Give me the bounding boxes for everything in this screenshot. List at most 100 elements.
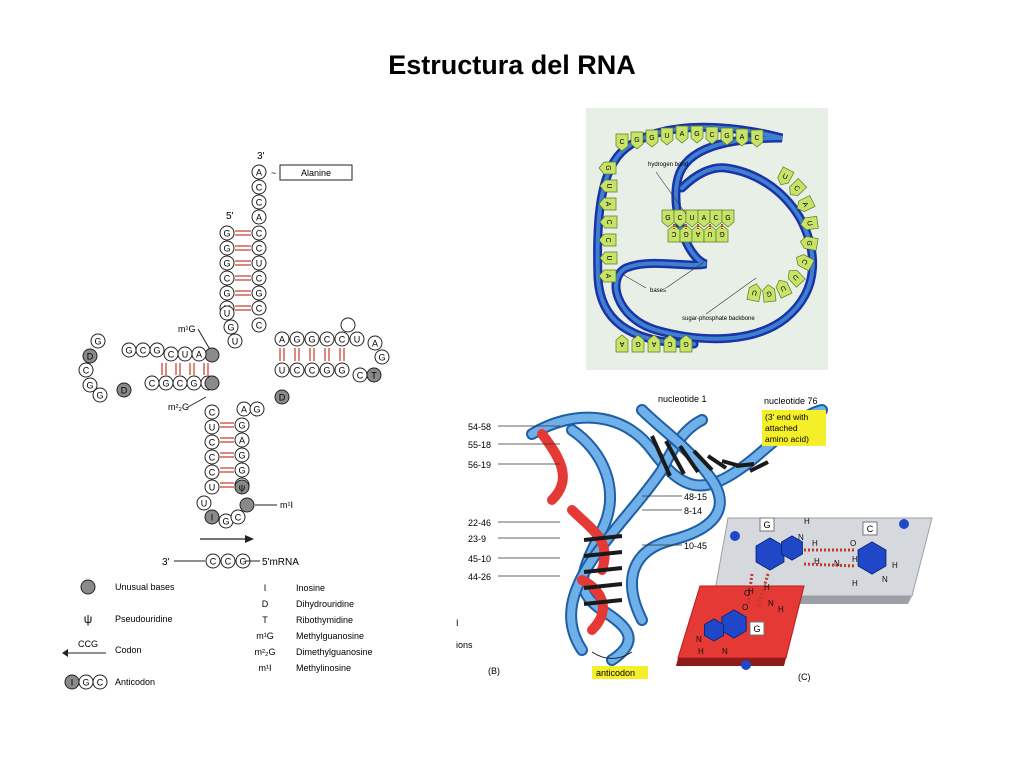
nucleotide-circle — [319, 331, 335, 347]
nucleotide-circle — [144, 375, 160, 391]
base-letter: A — [695, 230, 700, 237]
nucleotide-circle — [366, 367, 382, 383]
nucleotide-circle — [251, 300, 267, 316]
nucleotide-letter: C — [209, 408, 216, 418]
nucleotide-circle — [219, 240, 235, 256]
atom-label: H — [698, 647, 704, 656]
base-letter: C — [792, 184, 801, 193]
nucleotide-circle — [251, 164, 267, 180]
base-ring — [721, 609, 747, 639]
base-tab: U — [599, 179, 618, 193]
legend-name: Ribothymidine — [296, 615, 353, 625]
legend-abbr: T — [262, 615, 268, 625]
atom-label: H — [804, 517, 810, 526]
legend-name: Methylguanosine — [296, 631, 364, 641]
base-shape — [661, 209, 675, 228]
tertiary-interaction-region — [567, 505, 610, 575]
base-letter: U — [805, 220, 813, 226]
nucleotide-circle — [251, 209, 267, 225]
nucleotide-circle — [251, 270, 267, 286]
nucleotide-circle — [340, 317, 356, 333]
nucleotide-letter: G — [86, 381, 93, 391]
nucleotide-circle — [251, 194, 267, 210]
base-letter: A — [801, 201, 809, 209]
hydrogen-bond — [803, 562, 857, 568]
nucleotide-circle — [234, 462, 250, 478]
nucleotide-letter: G — [238, 451, 245, 461]
nucleotide-letter: I — [71, 678, 74, 688]
triple-c-label: C — [867, 524, 874, 534]
nucleotide-letter: C — [339, 335, 346, 345]
amino-acid-box — [279, 164, 353, 181]
nucleotide-circle — [251, 255, 267, 271]
pointer-line — [705, 277, 757, 315]
nucleotide-letter: A — [279, 335, 285, 345]
base-shape — [660, 127, 674, 146]
base-tab: A — [796, 195, 816, 213]
nucleotide-circle — [204, 464, 220, 480]
nucleotide-letter: G — [223, 229, 230, 239]
nucleotide-letter: A — [196, 350, 202, 360]
base-letter: C — [619, 139, 624, 146]
base-tab: A — [675, 125, 689, 144]
anticodon-label: anticodon — [596, 668, 635, 678]
base-tab: U — [685, 209, 699, 228]
legend-abbr: m²₂G — [255, 647, 276, 657]
base-pair-rung — [650, 435, 672, 477]
base-letter: A — [740, 134, 745, 141]
nucleotide-letter: G — [239, 557, 246, 567]
nucleotide-letter: G — [162, 379, 169, 389]
nucleotide-letter: G — [238, 421, 245, 431]
base-tab: G — [645, 129, 659, 148]
base-shape — [647, 334, 661, 353]
base-letter: C — [667, 340, 672, 347]
nucleotide-circle — [204, 375, 220, 391]
nucleotide-circle — [304, 362, 320, 378]
nucleotide-letter: U — [354, 335, 361, 345]
slide-title: Estructura del RNA — [388, 50, 636, 80]
base-letter: C — [800, 258, 809, 266]
nucleotide-letter: C — [324, 335, 331, 345]
base-letter: C — [671, 230, 676, 237]
nucleotide-circle — [289, 362, 305, 378]
nucleotide-letter: C — [224, 274, 231, 284]
nucleotide-letter: U — [256, 259, 263, 269]
base-label-box — [749, 621, 765, 636]
base-letter: U — [781, 173, 789, 182]
sugar-sphere — [899, 519, 909, 529]
nucleotide-letter: G — [94, 337, 101, 347]
base-label-box — [862, 521, 878, 536]
base-pair-rung — [664, 440, 686, 475]
base-shape — [598, 269, 617, 283]
base-shape — [630, 131, 644, 150]
base-pair-rung — [583, 582, 623, 590]
atom-label: H — [812, 539, 818, 548]
nucleotide-letter: T — [371, 371, 377, 381]
nucleotide-letter: U — [182, 350, 189, 360]
pair-label: 45-10 — [468, 554, 491, 564]
base-letter: G — [805, 240, 813, 247]
base-tab: A — [615, 334, 629, 353]
base-tab: G — [799, 236, 819, 251]
nucleotide-circle — [367, 335, 383, 351]
nucleotide-letter: G — [223, 259, 230, 269]
nucleotide-circle — [234, 447, 250, 463]
label-i: I — [456, 618, 459, 628]
nucleotide-circle — [219, 270, 235, 286]
nucleotide-letter: C — [256, 274, 263, 284]
base-tab: G — [631, 334, 645, 353]
nucleotide-circle — [251, 317, 267, 333]
nucleotide-circle — [219, 225, 235, 241]
pair-label: 23-9 — [468, 534, 486, 544]
anticodon-bracket — [591, 651, 633, 659]
nucleotide-letter: C — [225, 557, 232, 567]
nucleotide-circle — [204, 434, 220, 450]
pair-label: 10-45 — [684, 541, 707, 551]
codon-arrow-head — [62, 649, 68, 657]
base-letter: C — [754, 135, 759, 142]
nucleotide-1-label: nucleotide 1 — [658, 394, 707, 404]
base-shape — [796, 195, 816, 213]
nucleotide-circle — [204, 479, 220, 495]
five-prime-label: 5' — [226, 211, 234, 222]
